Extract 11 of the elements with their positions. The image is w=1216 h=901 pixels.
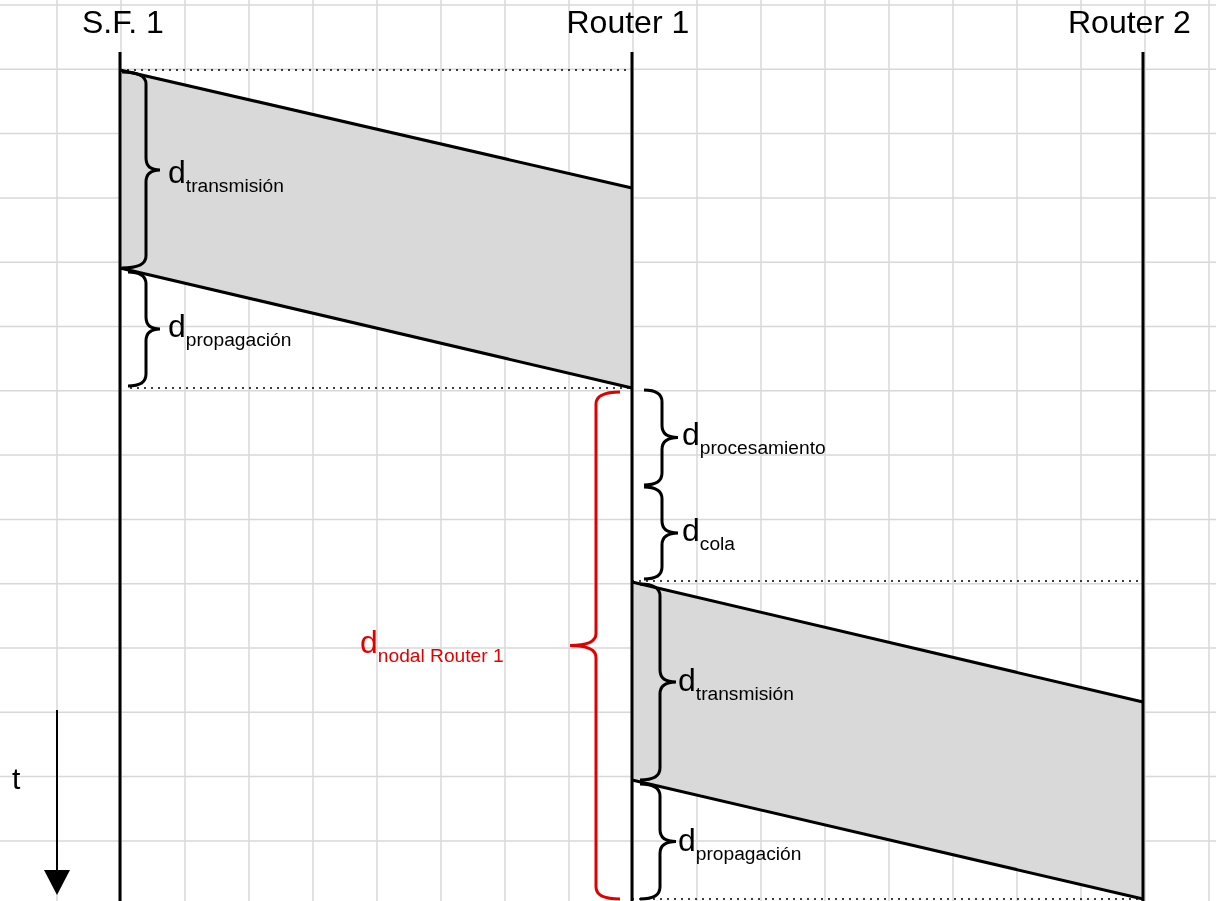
delay-label: d$_{transmisión}$ bbox=[168, 156, 284, 195]
delay-label: d$_{cola}$ bbox=[682, 514, 735, 553]
delay-label: d$_{nodal Router 1}$ bbox=[360, 626, 504, 665]
column-header: Router 1 bbox=[566, 6, 690, 38]
delay-label: d$_{propagación}$ bbox=[678, 824, 802, 863]
delay-label: d$_{propagación}$ bbox=[168, 310, 292, 349]
axis-label: t bbox=[12, 764, 21, 794]
column-header: S.F. 1 bbox=[82, 6, 164, 38]
delay-label: d$_{procesamiento}$ bbox=[682, 418, 826, 457]
delay-label: d$_{transmisión}$ bbox=[678, 664, 794, 703]
column-header: Router 2 bbox=[1068, 6, 1191, 38]
